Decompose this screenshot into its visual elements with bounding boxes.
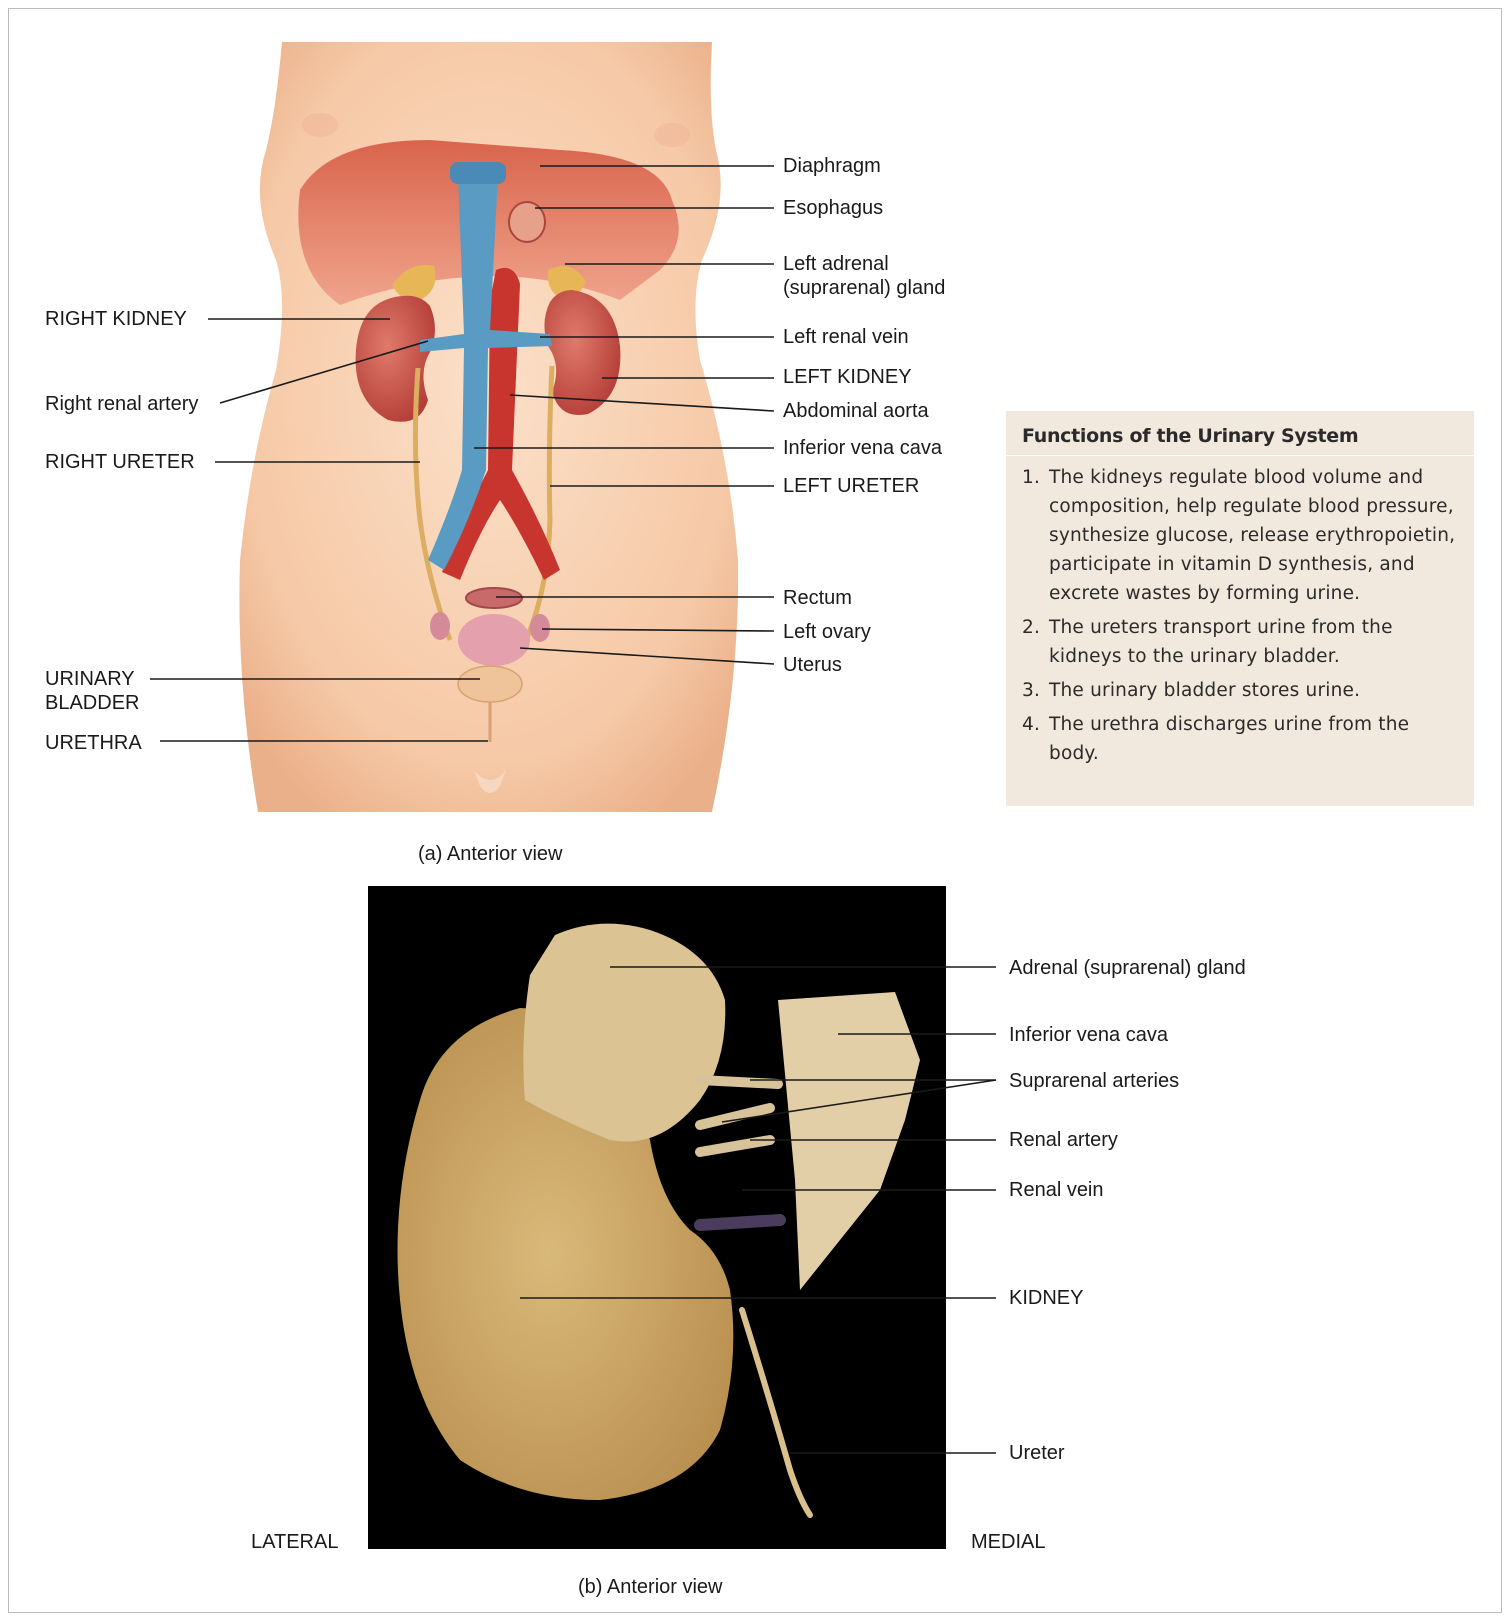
caption-panel-b: (b) Anterior view — [578, 1576, 723, 1599]
label-adrenal-gland: Adrenal (suprarenal) gland — [1009, 956, 1246, 980]
label-rectum: Rectum — [783, 586, 852, 610]
right-ovary-shape — [430, 612, 450, 640]
list-item-text: The urethra discharges urine from the bo… — [1049, 714, 1409, 764]
label-panel-b-inferior-vena-cava: Inferior vena cava — [1009, 1023, 1168, 1047]
list-item: 3. The urinary bladder stores urine. — [1022, 676, 1462, 705]
caption-panel-a: (a) Anterior view — [418, 843, 563, 866]
label-urethra: URETHRA — [45, 731, 142, 755]
functions-box: Functions of the Urinary System 1. The k… — [1006, 411, 1474, 806]
label-left-adrenal-line2: (suprarenal) gland — [783, 276, 945, 300]
vena-cava-top — [450, 162, 506, 184]
label-kidney: KIDNEY — [1009, 1286, 1083, 1310]
label-lateral: LATERAL — [251, 1530, 338, 1554]
list-item-number: 4. — [1022, 710, 1040, 739]
renal-vein-specimen — [700, 1220, 780, 1225]
label-right-ureter: RIGHT URETER — [45, 450, 195, 474]
left-breast-shading — [654, 123, 690, 147]
list-item-text: The urinary bladder stores urine. — [1049, 680, 1360, 701]
label-left-ovary: Left ovary — [783, 620, 871, 644]
label-left-kidney: LEFT KIDNEY — [783, 365, 912, 389]
label-right-kidney: RIGHT KIDNEY — [45, 307, 187, 331]
label-urinary-bladder-line1: URINARY — [45, 667, 135, 691]
functions-list: 1. The kidneys regulate blood volume and… — [1022, 463, 1462, 773]
list-item-text: The ureters transport urine from the kid… — [1049, 617, 1393, 667]
label-medial: MEDIAL — [971, 1530, 1045, 1554]
right-breast-shading — [302, 113, 338, 137]
list-item: 2. The ureters transport urine from the … — [1022, 613, 1462, 671]
functions-box-title: Functions of the Urinary System — [1022, 425, 1358, 447]
functions-box-divider — [1006, 455, 1474, 456]
label-renal-vein: Renal vein — [1009, 1178, 1104, 1202]
label-esophagus: Esophagus — [783, 196, 883, 220]
rectum-shape — [466, 588, 522, 608]
bladder-shape — [458, 666, 522, 702]
label-ureter: Ureter — [1009, 1441, 1065, 1465]
list-item-number: 3. — [1022, 676, 1040, 705]
label-uterus: Uterus — [783, 653, 842, 677]
uterus-shape — [458, 614, 530, 666]
label-right-renal-artery: Right renal artery — [45, 392, 198, 416]
label-left-ureter: LEFT URETER — [783, 474, 919, 498]
label-left-adrenal-line1: Left adrenal — [783, 252, 889, 276]
label-renal-artery: Renal artery — [1009, 1128, 1118, 1152]
list-item: 1. The kidneys regulate blood volume and… — [1022, 463, 1462, 608]
label-urinary-bladder-line2: BLADDER — [45, 691, 139, 715]
specimen-photo — [368, 886, 946, 1549]
torso-illustration — [239, 42, 738, 812]
label-left-renal-vein: Left renal vein — [783, 325, 909, 349]
left-ovary-shape — [530, 614, 550, 642]
list-item-number: 2. — [1022, 613, 1040, 642]
label-suprarenal-arteries: Suprarenal arteries — [1009, 1069, 1179, 1093]
label-diaphragm: Diaphragm — [783, 154, 881, 178]
list-item-text: The kidneys regulate blood volume and co… — [1049, 467, 1455, 604]
list-item-number: 1. — [1022, 463, 1040, 492]
list-item: 4. The urethra discharges urine from the… — [1022, 710, 1462, 768]
label-abdominal-aorta: Abdominal aorta — [783, 399, 929, 423]
label-inferior-vena-cava: Inferior vena cava — [783, 436, 942, 460]
